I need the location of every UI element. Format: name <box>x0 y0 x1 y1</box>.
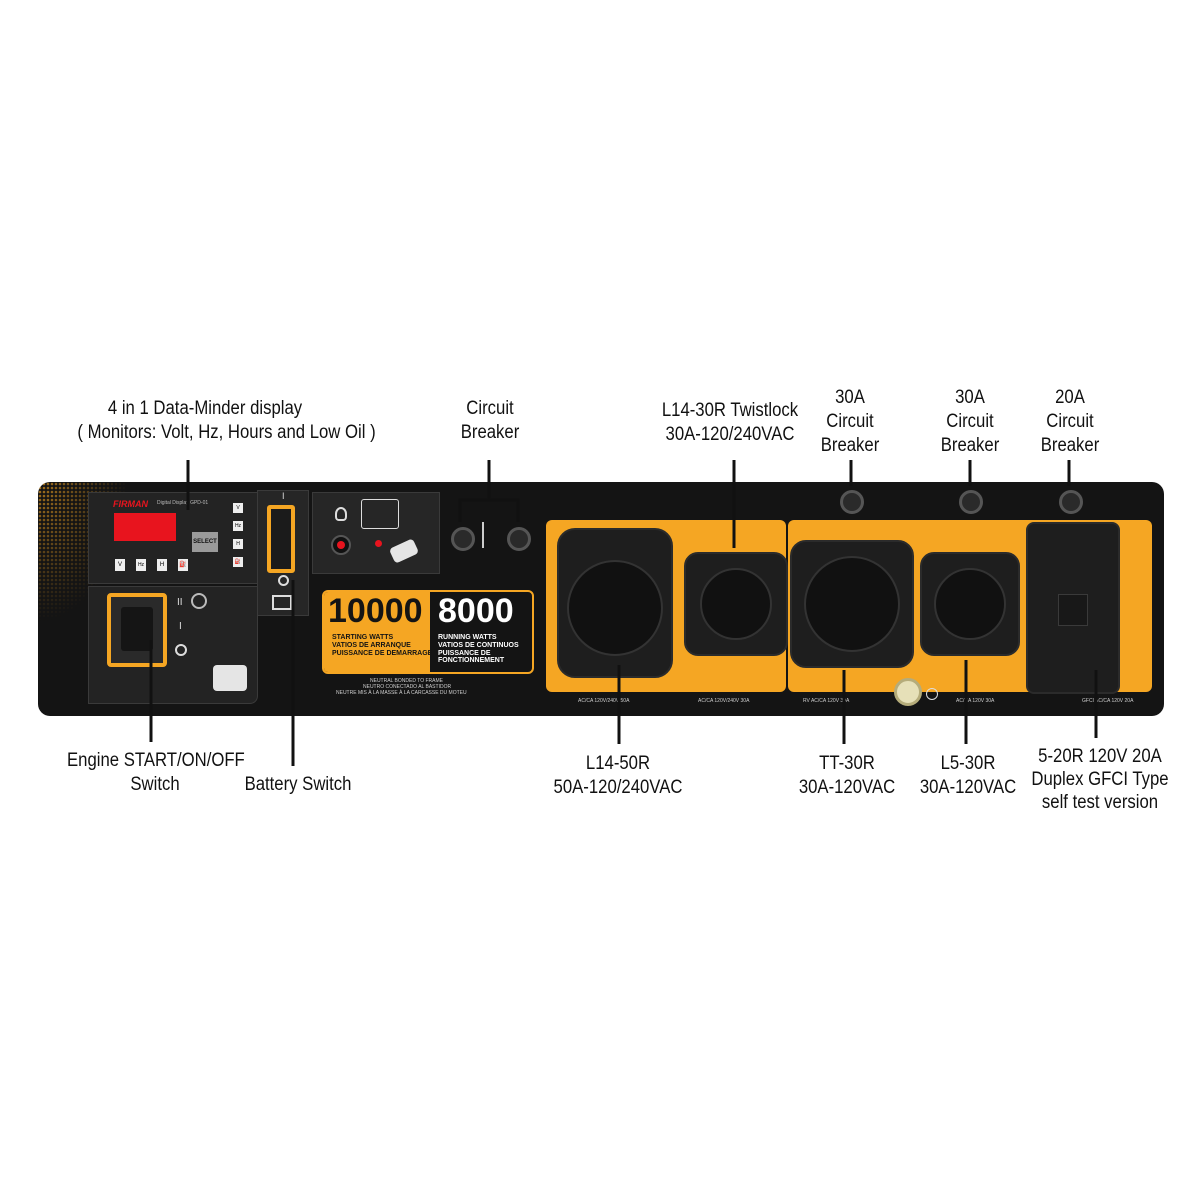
remote-touch-icon <box>361 499 399 529</box>
running-watts-line-3: PUISSANCE DE FONCTIONNEMENT <box>438 650 505 664</box>
running-watts-line-2: VATIOS DE CONTINUOS <box>438 642 519 649</box>
led-readout <box>114 513 176 541</box>
neutral-bond-line-3: NEUTRE MIS À LA MASSE À LA CARCASSE DU M… <box>336 690 467 696</box>
main-breaker-left[interactable] <box>451 527 475 551</box>
display-title: Digital Display GPD-01 <box>157 500 209 506</box>
ground-symbol-icon <box>926 688 938 700</box>
battery-off-mark <box>278 575 289 586</box>
neutral-bond-line-1: NEUTRAL BONDED TO FRAME <box>370 678 443 684</box>
breaker-30a-2[interactable] <box>959 490 983 514</box>
outlet-l14-30r[interactable] <box>684 552 788 656</box>
switch-position-start: II <box>177 597 183 608</box>
breaker-20a[interactable] <box>1059 490 1083 514</box>
display-key-v-side[interactable]: V <box>233 503 243 513</box>
battery-switch[interactable] <box>267 505 295 573</box>
main-breaker-right[interactable] <box>507 527 531 551</box>
display-key-hz[interactable]: Hz <box>136 559 146 571</box>
data-minder-display-module: FIRMAN Digital Display GPD-01 SELECT V H… <box>88 492 258 584</box>
engine-icon <box>213 665 247 691</box>
wattage-label: 10000 8000 STARTING WATTS VATIOS DE ARRA… <box>322 590 534 674</box>
outlet-label-l5-30r: AC/CA 120V 30A <box>956 698 995 704</box>
gfci-test-button[interactable] <box>1058 594 1088 626</box>
starting-watts-line-3: PUISSANCE DE DEMARRAGE <box>332 650 433 657</box>
battery-icon <box>272 595 292 610</box>
battery-on-mark: I <box>282 491 285 501</box>
outlet-label-tt-30r: RV AC/CA 120V 30A <box>803 698 850 704</box>
select-button[interactable]: SELECT <box>192 532 218 552</box>
display-key-hz-side[interactable]: Hz <box>233 521 243 531</box>
key-icon <box>191 593 207 609</box>
display-key-oil[interactable]: ⛽ <box>178 559 188 571</box>
neutral-bond-line-2: NEUTRO CONECTADO AL BASTIDOR <box>363 684 452 690</box>
starting-watts-line-2: VATIOS DE ARRANQUE <box>332 642 411 649</box>
outlet-label-l14-50r: AC/CA 120V/240V 50A <box>578 698 630 704</box>
outlet-l14-50r[interactable] <box>557 528 673 678</box>
running-watts: 8000 <box>438 592 514 630</box>
switch-position-off <box>175 644 187 656</box>
battery-switch-module: I <box>257 490 309 616</box>
running-watts-line-1: RUNNING WATTS <box>438 634 497 641</box>
breaker-30a-1[interactable] <box>840 490 864 514</box>
ground-lug[interactable] <box>894 678 922 706</box>
outlet-gfci-duplex[interactable] <box>1026 522 1120 694</box>
generator-control-panel: FIRMAN Digital Display GPD-01 SELECT V H… <box>38 482 1164 716</box>
starting-watts-line-1: STARTING WATTS <box>332 634 394 641</box>
light-bulb-icon <box>335 507 347 521</box>
callout-display: 4 in 1 Data-Minder display( Monitors: Vo… <box>77 398 376 443</box>
remote-start-module <box>312 492 440 574</box>
starting-watts: 10000 <box>328 592 423 630</box>
outlet-l5-30r[interactable] <box>920 552 1020 656</box>
remote-pair-light <box>375 540 382 547</box>
leader-main-breaker <box>458 498 520 522</box>
callout-battery-switch: Battery Switch <box>244 774 352 795</box>
breaker-symbol-icon <box>482 522 492 548</box>
display-key-v[interactable]: V <box>115 559 125 571</box>
outlet-tt-30r[interactable] <box>790 540 914 668</box>
engine-switch-module: II I <box>88 586 258 704</box>
display-key-oil-side[interactable]: ⛽ <box>233 557 243 567</box>
engine-switch[interactable] <box>107 593 167 667</box>
switch-position-on: I <box>179 621 182 632</box>
display-key-h[interactable]: H <box>157 559 167 571</box>
outlet-label-gfci: GFCI AC/CA 120V 20A <box>1082 698 1134 704</box>
display-key-h-side[interactable]: H <box>233 539 243 549</box>
remote-indicator-light <box>331 535 351 555</box>
outlet-label-l14-30r: AC/CA 120V/240V 30A <box>698 698 750 704</box>
brand-logo: FIRMAN <box>113 499 148 509</box>
